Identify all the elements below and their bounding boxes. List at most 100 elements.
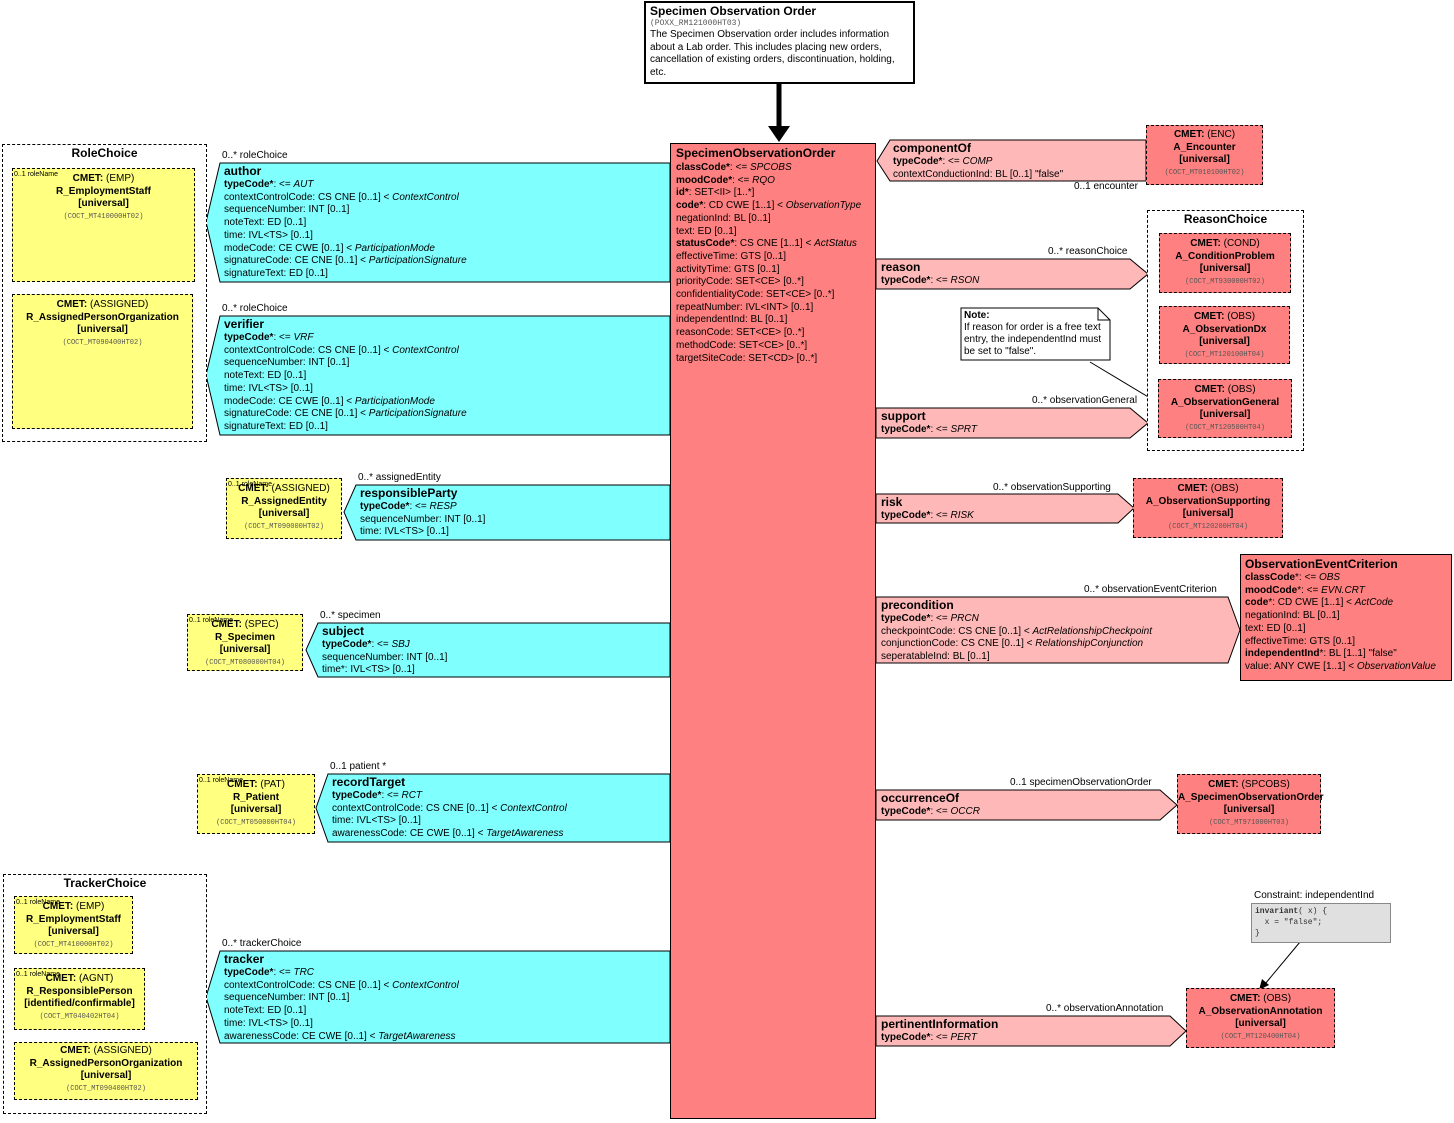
criterion-attr-name: value: [1245, 660, 1269, 672]
author-line: time: IVL<TS> [0..1]: [224, 230, 467, 243]
line-text: contextControlCode: CS CNE [0..1] <: [224, 191, 393, 203]
attribute-vocab: ObservationType: [785, 200, 862, 212]
precondition-line: checkpointCode: CS CNE [0..1] < ActRelat…: [881, 626, 1152, 639]
criterion-attr-name: negationInd: [1245, 610, 1298, 622]
type-code-label: typeCode*: [881, 275, 931, 286]
line-text: : <=: [930, 275, 951, 286]
criterion-attr-vocab: ActCode: [1354, 597, 1394, 609]
line-vocab: RISK: [950, 510, 974, 521]
observation-event-criterion-name: ObservationEventCriterion: [1245, 557, 1398, 571]
line-vocab: ParticipationMode: [354, 242, 435, 254]
cmet-prefix: CMET:: [1173, 129, 1208, 140]
attribute-name: activityTime: [676, 263, 729, 275]
line-vocab: VRF: [293, 332, 314, 343]
cmet-id: (COCT_MT410000HT02): [63, 212, 144, 221]
line-vocab: SPRT: [950, 424, 977, 435]
attribute-effectiveTime: effectiveTime: GTS [0..1]: [676, 251, 870, 264]
componentOf-line: contextConductionInd: BL [0..1] "false": [893, 169, 1063, 182]
subject-line: typeCode*: <= SBJ: [322, 639, 447, 652]
constraint-code-3: }: [1255, 929, 1260, 938]
note: Note: If reason for order is a free text…: [964, 310, 1106, 360]
attribute-type: : SET<II> [1..*]: [688, 187, 755, 199]
responsibleParty-line: sequenceNumber: INT [0..1]: [360, 514, 485, 527]
type-code-label: typeCode*: [881, 424, 931, 435]
attribute-confidentialityCode: confidentialityCode: SET<CE> [0..*]: [676, 289, 870, 302]
type-code-label: typeCode*: [224, 332, 274, 343]
cmet-name: R_ResponsiblePerson: [26, 985, 133, 997]
occurrenceOf-name: occurrenceOf: [881, 791, 960, 805]
verifier-line: typeCode*: <= VRF: [224, 332, 467, 345]
tracker-line: awarenessCode: CE CWE [0..1] < TargetAwa…: [224, 1031, 459, 1044]
cmet-observation-dx: CMET: (OBS)A_ObservationDx[universal](CO…: [1159, 306, 1290, 364]
attribute-name: classCode*: [676, 162, 730, 173]
author-line: signatureText: ED [0..1]: [224, 268, 467, 281]
line-text: sequenceNumber: INT [0..1]: [224, 204, 350, 216]
cmet-observation-general: CMET: (OBS)A_ObservationGeneral[universa…: [1158, 379, 1292, 438]
cmet-id: (COCT_MT410000HT02): [33, 940, 114, 949]
cmet-code: (SPCOBS): [1241, 779, 1290, 790]
cmet-flavor: [universal]: [77, 324, 128, 335]
criterion-attr-type: *: <=: [1297, 584, 1322, 596]
criterion-effectiveTime: effectiveTime: GTS [0..1]: [1245, 636, 1447, 649]
subject-role-label: 0..* specimen: [320, 610, 381, 621]
attribute-negationInd: negationInd: BL [0..1]: [676, 213, 870, 226]
pertinentInformation-name: pertinentInformation: [881, 1017, 999, 1031]
tracker-line: sequenceNumber: INT [0..1]: [224, 992, 459, 1005]
risk-name: risk: [881, 495, 903, 509]
cmet-observation-supporting: CMET: (OBS)A_ObservationSupporting[unive…: [1133, 478, 1283, 538]
note-text: If reason for order is a free text entry…: [964, 322, 1102, 357]
attribute-vocab: SPCOBS: [749, 162, 792, 173]
attribute-type: : SET<CE> [0..*]: [730, 327, 805, 339]
criterion-attr-name: effectiveTime: [1245, 635, 1304, 647]
tracker-line: typeCode*: <= TRC: [224, 967, 459, 980]
cmet-prefix: CMET:: [227, 779, 261, 790]
line-vocab: RESP: [429, 501, 457, 512]
cmet-id: (COCT_MT120400HT04): [1220, 1032, 1301, 1041]
cmet-name: R_Patient: [232, 791, 280, 803]
line-text: : <=: [942, 156, 963, 167]
cmet-header: CMET: (OBS): [1187, 993, 1334, 1006]
attribute-type: : GTS [0..1]: [734, 250, 787, 262]
cmet-name: A_Encounter: [1173, 141, 1236, 153]
attribute-name: methodCode: [676, 339, 734, 351]
line-vocab: ParticipationMode: [354, 395, 435, 407]
criterion-attr-name: moodCode: [1245, 584, 1298, 596]
cmet-code: (OBS): [1227, 384, 1256, 395]
cmet-id: (COCT_MT930000HT02): [1185, 277, 1265, 286]
attribute-vocab: RQO: [752, 174, 775, 186]
attribute-text: text: ED [0..1]: [676, 226, 870, 239]
line-vocab: TRC: [293, 967, 315, 978]
cmet-name: A_ObservationDx: [1182, 323, 1267, 335]
attribute-name: code*: [676, 200, 704, 212]
criterion-attr-vocab: EVN.CRT: [1321, 584, 1365, 596]
role-choice-title: RoleChoice: [71, 146, 138, 160]
occurrenceOf-label: 0..1 specimenObservationOrder: [1010, 777, 1152, 788]
attribute-name: negationInd: [676, 212, 729, 224]
line-text: noteText: ED [0..1]: [224, 370, 307, 382]
line-text: sequenceNumber: INT [0..1]: [322, 651, 448, 663]
cmet-id: (COCT_MT090000HT02): [244, 522, 324, 531]
verifier-line: time: IVL<TS> [0..1]: [224, 383, 467, 396]
line-vocab: SBJ: [391, 639, 410, 650]
attribute-type: : SET<CE> [0..*]: [729, 276, 804, 288]
line-text: time: IVL<TS> [0..1]: [332, 815, 421, 827]
note-title: Note:: [964, 310, 990, 321]
line-text: modeCode: CE CWE [0..1] <: [224, 395, 355, 407]
cmet-encounter: CMET: (ENC)A_Encounter[universal](COCT_M…: [1146, 125, 1263, 185]
author-line: contextControlCode: CS CNE [0..1] < Cont…: [224, 192, 467, 205]
author-line: typeCode*: <= AUT: [224, 179, 467, 192]
line-text: contextControlCode: CS CNE [0..1] <: [332, 802, 501, 814]
line-text: time*: IVL<TS> [0..1]: [322, 664, 415, 676]
observation-event-criterion: ObservationEventCriterion classCode*: <=…: [1240, 554, 1452, 681]
cmet-header: CMET: (PAT): [198, 779, 314, 792]
risk-label: 0..* observationSupporting: [993, 482, 1111, 493]
line-text: time: IVL<TS> [0..1]: [224, 382, 313, 394]
componentOf-name: componentOf: [893, 141, 971, 155]
